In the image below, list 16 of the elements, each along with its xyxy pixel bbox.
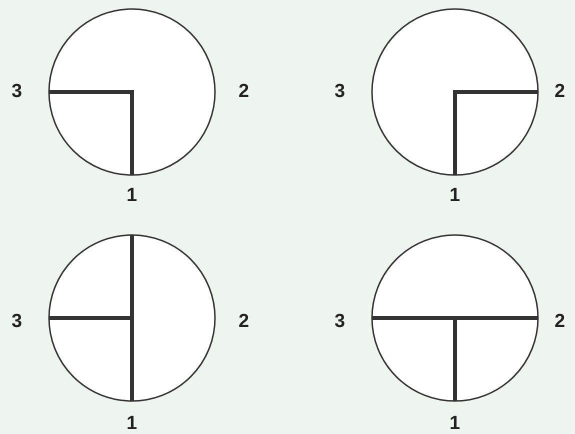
port-circle — [371, 234, 539, 402]
port-number: 1 — [126, 414, 138, 434]
port-number: 3 — [12, 82, 22, 102]
port-circle — [48, 8, 216, 176]
port-number: 1 — [450, 186, 460, 206]
port-circle — [48, 234, 216, 402]
port-number: 2 — [238, 82, 250, 102]
port-number: 1 — [126, 186, 138, 206]
port-number: 3 — [334, 312, 346, 332]
port-number: 3 — [12, 312, 22, 332]
port-number: 1 — [450, 414, 460, 434]
port-number: 3 — [334, 82, 346, 102]
port-number: 2 — [238, 312, 250, 332]
port-circle — [371, 8, 539, 176]
port-number: 2 — [554, 312, 566, 332]
port-number: 2 — [554, 82, 566, 102]
